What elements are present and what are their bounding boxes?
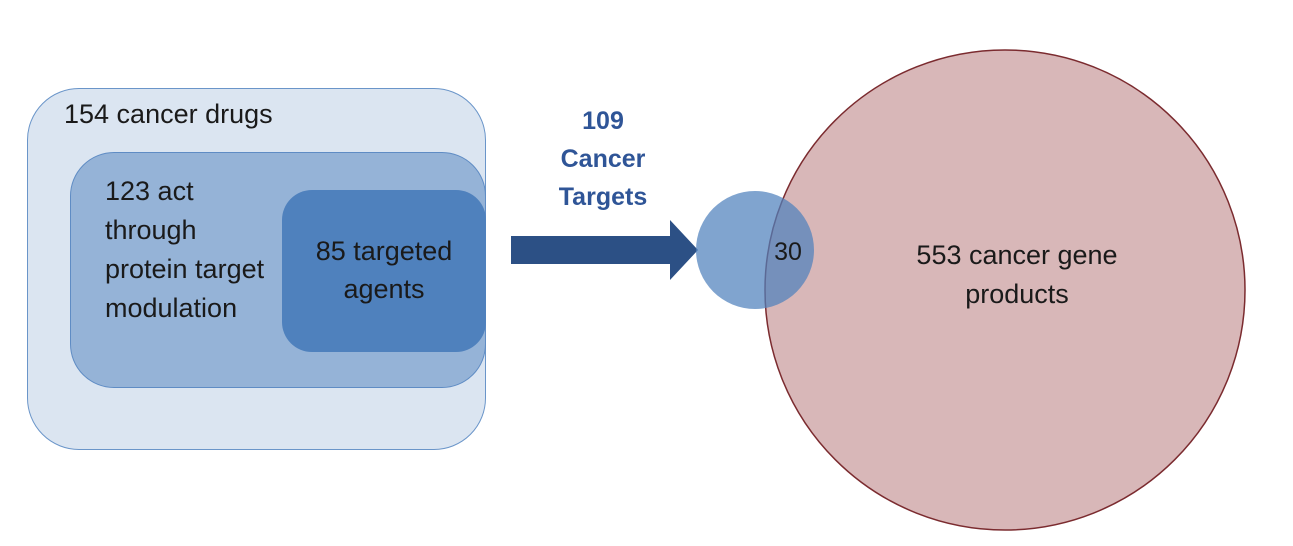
- arrow-icon: [511, 220, 698, 280]
- cancer-drugs-label: 154 cancer drugs: [64, 99, 273, 129]
- targeted-agents-box: [282, 190, 486, 352]
- targeted-agents-label: 85 targeted agents: [315, 236, 453, 304]
- protein-target-modulation-label: 123 act through protein target modulatio…: [105, 176, 265, 323]
- cancer-targets-word-cancer: Cancer: [560, 145, 646, 173]
- cancer-targets-word-targets: Targets: [558, 183, 648, 211]
- overlap-count-label: 30: [774, 238, 802, 266]
- cancer-targets-count: 109: [582, 107, 624, 135]
- cancer-gene-products-label: 553 cancer gene products: [916, 240, 1118, 309]
- cancer-targets-label: 109 Cancer Targets: [538, 102, 668, 216]
- cancer-targets-circle: [696, 191, 814, 309]
